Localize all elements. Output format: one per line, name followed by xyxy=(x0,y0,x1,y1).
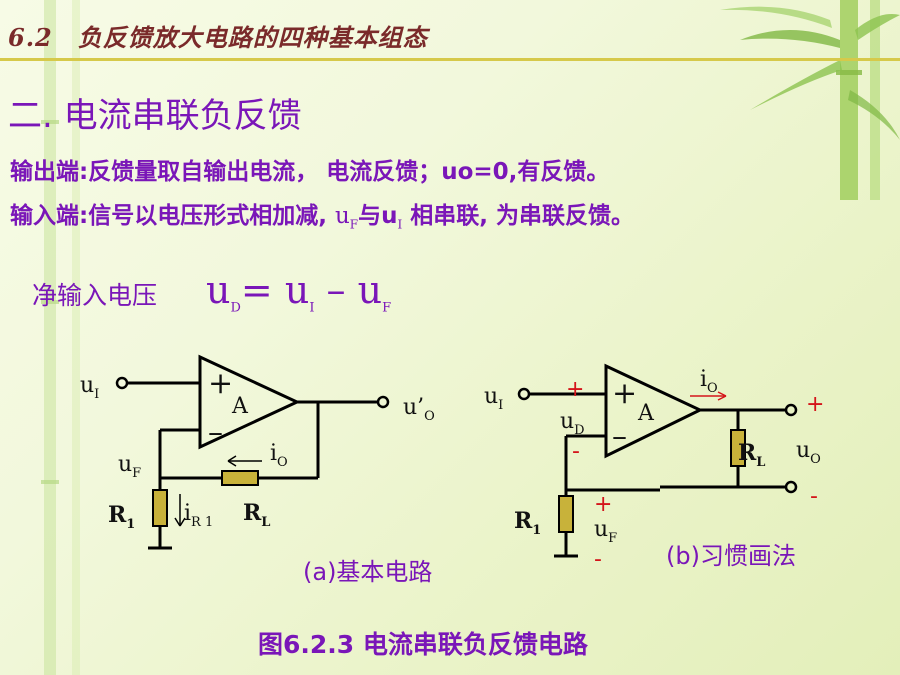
input-description-mid: 与u xyxy=(358,203,398,229)
caption-b: (b)习惯画法 xyxy=(666,542,796,570)
slide-header: 6.2 负反馈放大电路的四种基本组态 xyxy=(0,0,900,61)
ui-terminal-b xyxy=(517,387,531,401)
ui-subscript: I xyxy=(397,217,403,232)
header-divider xyxy=(0,58,900,61)
eq-minus: – xyxy=(314,268,358,312)
minus-sign-b: – xyxy=(612,419,627,454)
uf-label-b: uF xyxy=(594,517,617,546)
rl-resistor-a xyxy=(221,470,259,486)
r1-label-b: R1 xyxy=(514,508,541,538)
ud-label-b: uD xyxy=(560,409,585,438)
input-description: 输入端:信号以电压形式相加减, uF与uI 相串联, 为串联反馈。 xyxy=(10,196,634,232)
plus-sign-b: + xyxy=(612,376,637,411)
uo-minus-terminal-b xyxy=(784,480,798,494)
circuit-a xyxy=(115,354,390,550)
ui-label-a: uI xyxy=(80,373,99,402)
opamp-b xyxy=(604,363,704,459)
amp-label-a: A xyxy=(231,394,249,419)
current-arrow-b xyxy=(690,391,727,401)
io-label-b: iO xyxy=(700,367,718,396)
caption-a: (a)基本电路 xyxy=(303,558,433,586)
uo-plus-terminal-b xyxy=(784,403,798,417)
ui-label-b: uI xyxy=(484,384,503,413)
figure-caption: 图6.2.3 电流串联负反馈电路 xyxy=(258,630,588,659)
eq-ud: u xyxy=(206,268,231,312)
input-description-prefix: 输入端:信号以电压形式相加减, xyxy=(10,203,335,229)
eq-ui-sub: I xyxy=(309,300,315,316)
uf-label-a: uF xyxy=(118,452,141,481)
ud-minus-sign-b: - xyxy=(572,439,580,464)
r1-resistor-b xyxy=(558,495,574,533)
output-description: 输出端:反馈量取自输出电流， 电流反馈；uo=0,有反馈。 xyxy=(10,159,610,185)
ui-terminal-a xyxy=(115,376,129,390)
page-heading: 二. 电流串联负反馈 xyxy=(8,96,302,136)
eq-ui: u xyxy=(284,268,310,312)
net-input-equation: uD= uI – uF xyxy=(206,268,391,316)
bamboo-decoration-right xyxy=(720,0,900,200)
amp-label-b: A xyxy=(637,401,655,426)
eq-uf: u xyxy=(357,268,383,312)
rl-label-b: RL xyxy=(738,440,765,470)
uo-plus-sign-b: + xyxy=(806,392,824,417)
eq-uf-sub: F xyxy=(382,300,392,316)
bamboo-decoration-left xyxy=(41,0,80,675)
equation-label: 净输入电压 xyxy=(32,281,158,310)
uo-label-a: u’O xyxy=(403,395,435,424)
rl-label-a: RL xyxy=(243,500,270,530)
uf-subscript: F xyxy=(349,217,359,232)
io-label-a: iO xyxy=(270,441,288,470)
uf-symbol: u xyxy=(334,203,350,229)
uf-minus-sign-b: - xyxy=(594,547,602,572)
input-description-suffix: 相串联, 为串联反馈。 xyxy=(402,203,634,229)
uo-minus-sign-b: - xyxy=(810,484,818,509)
r1-resistor-a xyxy=(152,489,168,527)
eq-equals: = xyxy=(240,268,285,312)
uf-plus-sign-b: + xyxy=(594,492,612,517)
plus-sign-a: + xyxy=(208,366,233,401)
input-plus-sign-b: + xyxy=(566,377,584,402)
eq-ud-sub: D xyxy=(230,300,241,316)
r1-label-a: R1 xyxy=(108,502,135,532)
opamp-a xyxy=(198,354,301,450)
circuit-b xyxy=(517,363,798,558)
section-title: 6.2 负反馈放大电路的四种基本组态 xyxy=(8,23,428,52)
uo-label-b: uO xyxy=(796,438,821,467)
ir1-label-a: iR 1 xyxy=(184,501,213,530)
uo-terminal-a xyxy=(376,395,390,409)
minus-sign-a: – xyxy=(208,415,223,450)
